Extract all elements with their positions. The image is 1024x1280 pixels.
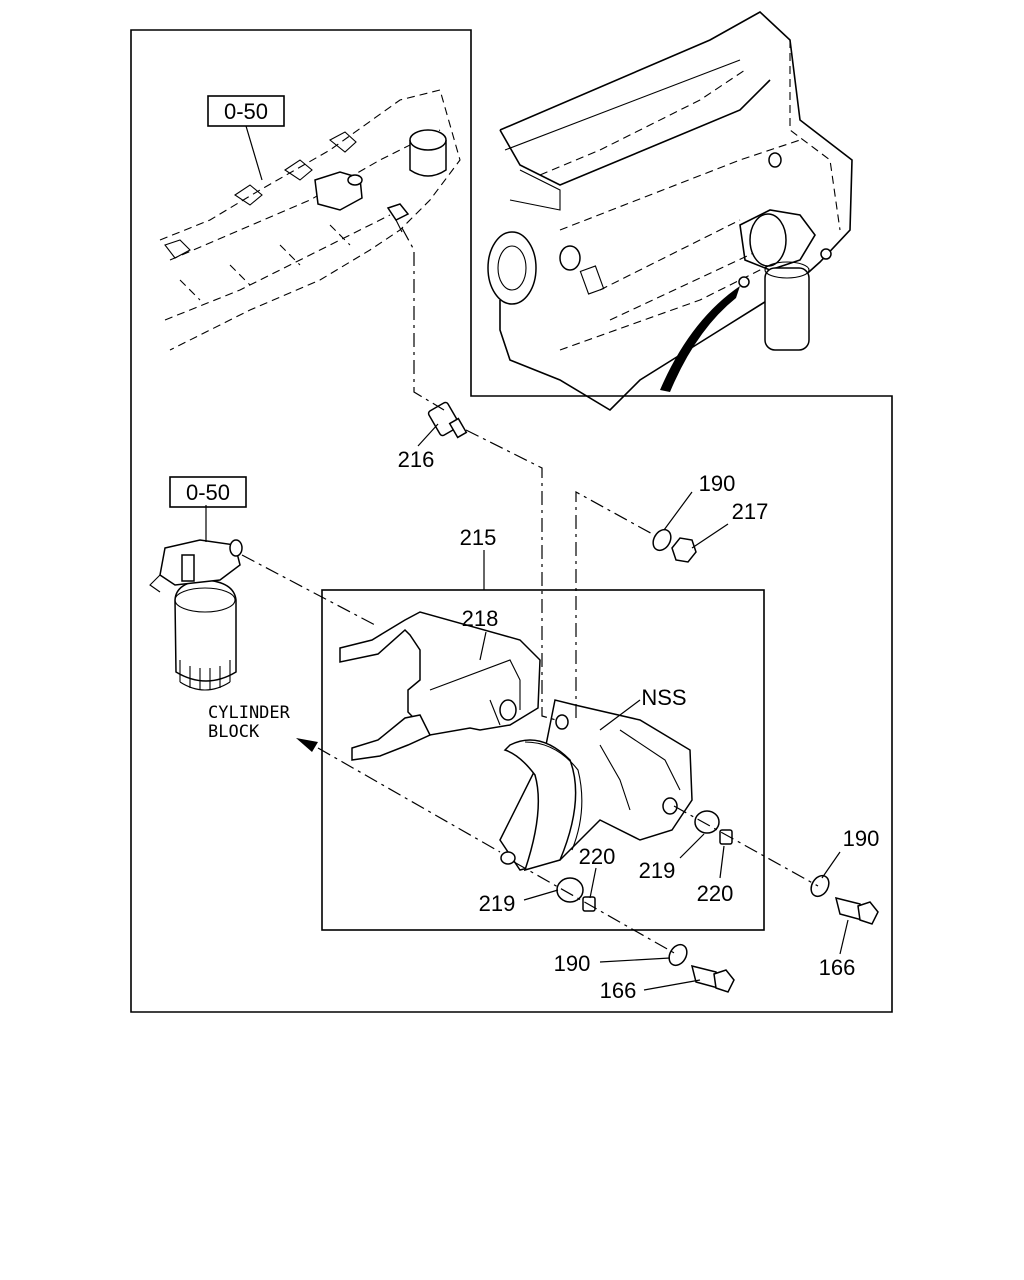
leader-190-b [821,851,841,879]
engine-illustration [487,11,853,412]
bolt-166-bottom [690,964,735,993]
leader-166-b [643,979,701,991]
leader-217 [691,523,729,549]
leader-220-b [719,845,725,879]
part-label-219-b: 219 [639,858,676,883]
assembly-line-filter [241,554,376,626]
leader-nss [599,699,641,731]
ref-box-filter [169,476,247,508]
washer-190-bottom [668,943,688,967]
leader-190-c [599,957,671,963]
leader-190-a [663,491,693,531]
ref-label-filter: 0-50 [186,480,230,505]
part-label-190-a: 190 [699,471,736,496]
leader-219-a [523,889,559,901]
ref-label-top: 0-50 [224,99,268,124]
leader-218 [479,631,487,661]
leader-219-b [679,833,705,859]
leader-220-a [589,867,597,899]
bolt-166-right [834,896,879,925]
part-label-220-b: 220 [697,881,734,906]
bushing-219-right [694,810,720,834]
washer-190-right [810,874,830,898]
leader-ref-top [245,125,263,181]
part-label-nss: NSS [641,685,686,710]
ref-box-top [207,95,285,127]
part-label-166-a: 166 [819,955,856,980]
heat-shield-nss [499,699,693,872]
cylinder-block-label-line2: BLOCK [208,722,260,742]
part-label-190-b: 190 [843,826,880,851]
part-label-219-a: 219 [479,891,516,916]
assembly-line-217 [575,490,657,718]
part-label-218: 218 [462,606,499,631]
assembly-line-right-bolt [673,805,819,887]
cylinder-block-arrow [296,738,318,752]
assembly-line-cylinder-block [317,747,501,853]
part-label-216: 216 [398,447,435,472]
outer-frame [130,29,893,1013]
leader-216 [417,423,439,447]
part-label-217: 217 [732,499,769,524]
assembly-line-head-to-216 [401,227,445,411]
part-label-215: 215 [460,525,497,550]
cylinder-block-label-line1: CYLINDER [208,703,291,723]
leader-166-a [839,919,849,955]
washer-190-top [652,528,672,552]
part-label-190-c: 190 [554,951,591,976]
part-label-220-a: 220 [579,844,616,869]
fitting-216 [427,401,468,439]
nut-217 [671,537,697,563]
assembly-box-215 [321,589,765,931]
assembly-line-216-to-shield [465,429,557,721]
bracket-218 [339,611,541,761]
cylinder-head-illustration [159,89,461,351]
assembly-line-bottom-bolt [513,861,677,955]
fuel-filter-illustration [149,539,243,691]
part-label-166-b: 166 [600,978,637,1003]
